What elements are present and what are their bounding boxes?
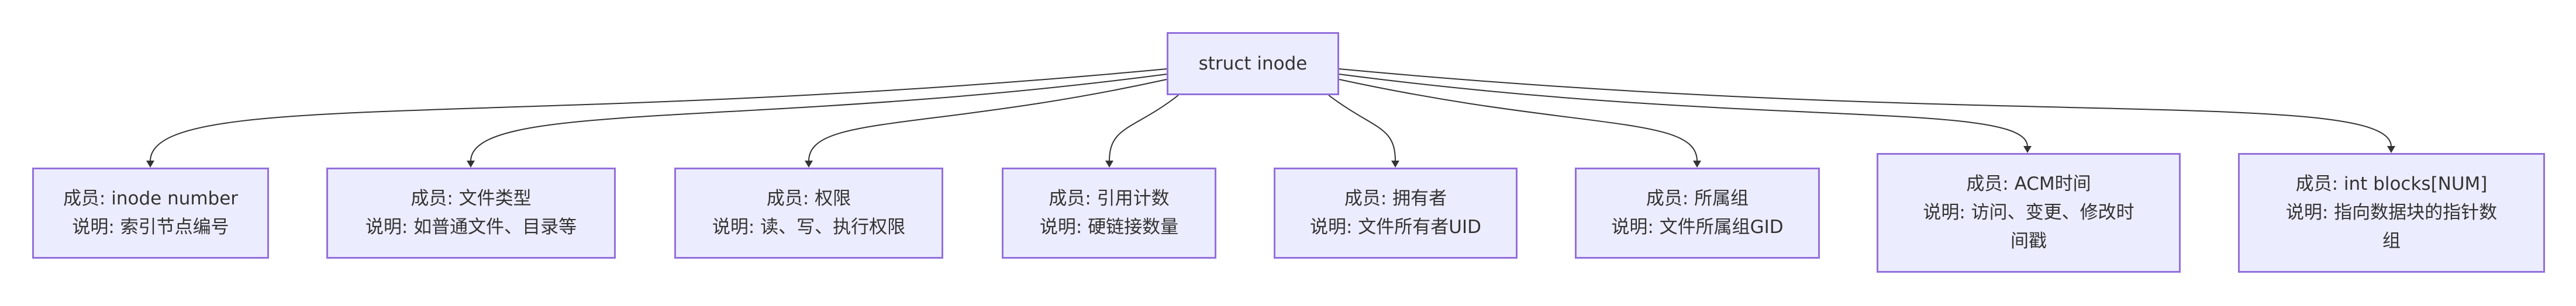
edge-root-to-permissions [805,79,1167,168]
node-desc-label: 说明: 读、写、执行权限 [712,217,906,238]
edge-root-to-blocks [1339,68,2395,153]
child-node-blocks-array: 成员: int blocks[NUM] 说明: 指向数据块的指针数组 [2238,153,2545,273]
child-node-ref-count: 成员: 引用计数 说明: 硬链接数量 [1002,168,1216,259]
node-member-label: 成员: 拥有者 [1344,188,1447,209]
child-node-file-type: 成员: 文件类型 说明: 如普通文件、目录等 [326,168,616,259]
edge-root-to-ref-count [1105,95,1179,168]
node-desc-label: 说明: 访问、变更、修改时间戳 [1923,202,2134,252]
node-desc-label: 说明: 文件所属组GID [1611,217,1784,238]
node-desc-label: 说明: 如普通文件、目录等 [365,217,577,238]
child-node-group: 成员: 所属组 说明: 文件所属组GID [1575,168,1820,259]
edge-root-to-inode-number [146,68,1167,168]
edge-root-to-owner [1328,95,1399,168]
child-node-permissions: 成员: 权限 说明: 读、写、执行权限 [674,168,943,259]
node-member-label: 成员: 引用计数 [1049,188,1170,209]
edge-root-to-file-type [467,74,1167,168]
edge-root-to-acm-time [1339,74,2032,153]
child-node-owner: 成员: 拥有者 说明: 文件所有者UID [1274,168,1518,259]
node-desc-label: 说明: 索引节点编号 [72,217,229,238]
root-node-label: struct inode [1198,53,1308,74]
node-member-label: 成员: int blocks[NUM] [2295,173,2488,194]
node-desc-label: 说明: 文件所有者UID [1309,217,1481,238]
child-node-acm-time: 成员: ACM时间 说明: 访问、变更、修改时间戳 [1877,153,2181,273]
node-member-label: 成员: inode number [63,188,239,209]
root-node-struct-inode: struct inode [1167,32,1339,95]
edge-root-to-group [1339,79,1701,168]
node-member-label: 成员: ACM时间 [1966,173,2091,194]
node-desc-label: 说明: 硬链接数量 [1039,217,1179,238]
node-member-label: 成员: 所属组 [1646,188,1749,209]
node-member-label: 成员: 文件类型 [411,188,532,209]
node-desc-label: 说明: 指向数据块的指针数组 [2285,202,2498,252]
node-member-label: 成员: 权限 [766,188,851,209]
child-node-inode-number: 成员: inode number 说明: 索引节点编号 [32,168,269,259]
